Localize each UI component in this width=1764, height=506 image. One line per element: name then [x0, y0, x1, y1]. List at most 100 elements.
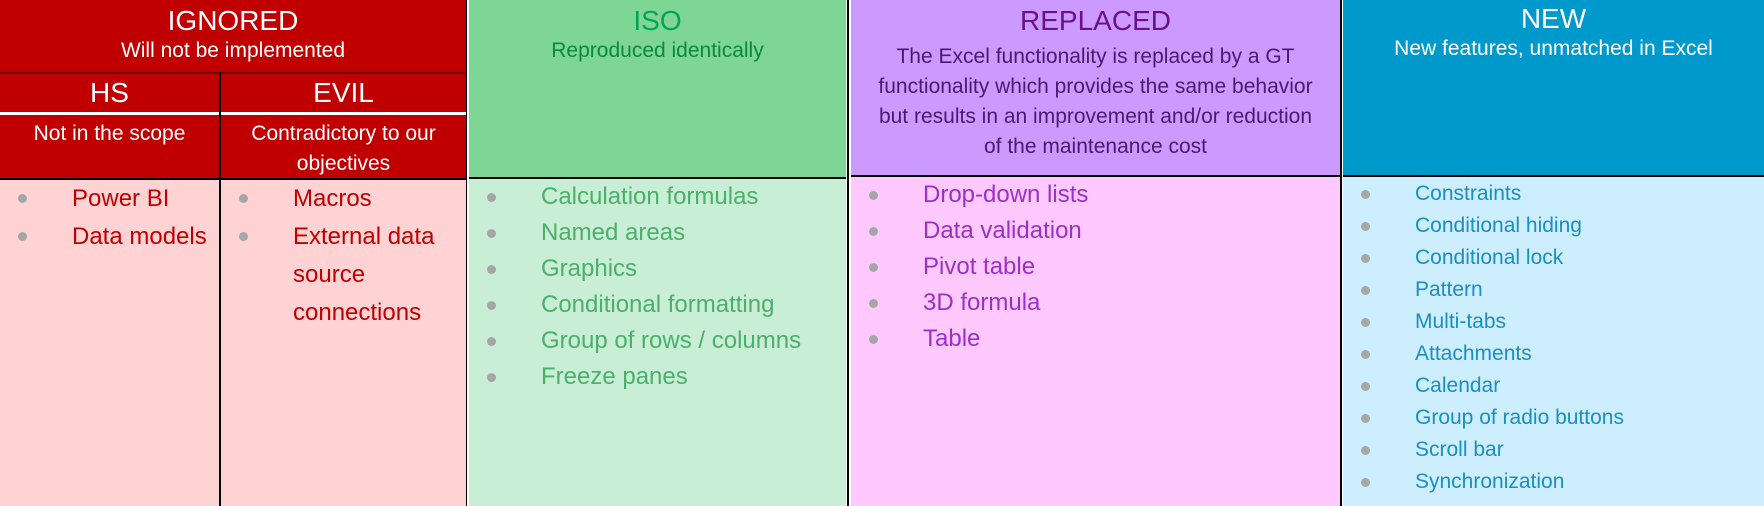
- bullet-icon: [1361, 190, 1370, 199]
- iso-subtitle: Reproduced identically: [551, 39, 764, 62]
- bullet-icon: [487, 229, 496, 238]
- list-item-label: 3D formula: [923, 289, 1041, 316]
- list-item: Calculation formulas: [469, 179, 846, 215]
- hs-header: HS: [0, 74, 219, 112]
- bullet-icon: [1361, 478, 1370, 487]
- list-item-label: Data validation: [923, 217, 1082, 244]
- list-item: Named areas: [469, 215, 846, 251]
- list-item: Group of radio buttons: [1343, 402, 1764, 434]
- new-title: NEW: [1520, 3, 1587, 34]
- bullet-icon: [1361, 222, 1370, 231]
- hs-title: HS: [90, 77, 129, 108]
- bullet-icon: [487, 301, 496, 310]
- bullet-icon: [487, 373, 496, 382]
- evil-title: EVIL: [313, 77, 374, 108]
- ignored-header-divider: [0, 72, 466, 74]
- list-item: Constraints: [1343, 178, 1764, 210]
- bullet-icon: [1361, 446, 1370, 455]
- list-item: Multi-tabs: [1343, 306, 1764, 338]
- list-item-label: Group of rows / columns: [541, 327, 802, 354]
- bullet-icon: [239, 232, 248, 241]
- list-item: Group of rows / columns: [469, 323, 846, 359]
- bullet-icon: [1361, 286, 1370, 295]
- bullet-icon: [1361, 350, 1370, 359]
- new-header: NEW New features, unmatched in Excel: [1343, 0, 1764, 175]
- list-item: Drop-down lists: [851, 177, 1340, 213]
- list-item-label: Conditional formatting: [541, 291, 775, 318]
- bullet-icon: [1361, 414, 1370, 423]
- ignored-subtitle: Will not be implemented: [120, 39, 346, 62]
- list-item: Graphics: [469, 251, 846, 287]
- iso-replaced-border: [847, 0, 849, 506]
- list-item-label: Pivot table: [923, 253, 1036, 280]
- ignored-top-divider: [0, 178, 466, 180]
- new-header-divider: [1343, 175, 1764, 177]
- list-item-label: Constraints: [1415, 182, 1522, 205]
- bullet-icon: [869, 263, 878, 272]
- list-item: Macros: [221, 180, 466, 218]
- ignored-iso-separator: [466, 0, 469, 506]
- list-item: Data models: [0, 218, 219, 256]
- bullet-icon: [18, 194, 27, 203]
- list-item: Table: [851, 321, 1340, 357]
- replaced-header: REPLACED The Excel functionality is repl…: [851, 0, 1340, 175]
- list-item: Pattern: [1343, 274, 1764, 306]
- hs-evil-divider: [219, 72, 221, 506]
- list-item: Freeze panes: [469, 359, 846, 395]
- list-item-label: Calendar: [1415, 374, 1501, 397]
- list-item-label: Named areas: [541, 219, 686, 246]
- iso-header: ISO Reproduced identically: [469, 0, 846, 177]
- bullet-icon: [18, 232, 27, 241]
- list-item: Pivot table: [851, 249, 1340, 285]
- list-item-label: Scroll bar: [1415, 438, 1504, 461]
- replaced-subtitle: The Excel functionality is replaced by a…: [878, 45, 1313, 158]
- list-item-label: Conditional hiding: [1415, 214, 1582, 237]
- list-item: Power BI: [0, 180, 219, 218]
- list-item-label: Attachments: [1415, 342, 1532, 365]
- list-item-label: Conditional lock: [1415, 246, 1564, 269]
- list-item-label: Synchronization: [1415, 470, 1565, 493]
- ignored-title: IGNORED: [167, 5, 299, 36]
- bullet-icon: [487, 337, 496, 346]
- list-item-label: Group of radio buttons: [1415, 406, 1624, 429]
- list-item: External data source connections: [221, 218, 466, 332]
- replaced-new-border: [1340, 0, 1342, 506]
- list-item: Data validation: [851, 213, 1340, 249]
- new-subtitle: New features, unmatched in Excel: [1394, 37, 1713, 60]
- list-item: 3D formula: [851, 285, 1340, 321]
- list-item: Conditional lock: [1343, 242, 1764, 274]
- list-item: Attachments: [1343, 338, 1764, 370]
- list-item-label: Multi-tabs: [1415, 310, 1507, 333]
- ignored-sub-divider: [0, 112, 466, 115]
- iso-header-divider: [469, 177, 846, 179]
- bullet-icon: [869, 335, 878, 344]
- bullet-icon: [487, 265, 496, 274]
- list-item-label: Freeze panes: [541, 363, 688, 390]
- list-item-label: Table: [923, 325, 981, 352]
- bullet-icon: [487, 193, 496, 202]
- bullet-icon: [869, 299, 878, 308]
- bullet-icon: [869, 191, 878, 200]
- list-item-label: Drop-down lists: [923, 181, 1089, 208]
- ignored-header: IGNORED Will not be implemented: [0, 0, 466, 72]
- list-item: Synchronization: [1343, 466, 1764, 498]
- bullet-icon: [869, 227, 878, 236]
- list-item: Calendar: [1343, 370, 1764, 402]
- bullet-icon: [239, 194, 248, 203]
- evil-header: EVIL: [221, 74, 466, 112]
- evil-subtitle: Contradictory to our objectives: [251, 122, 436, 175]
- iso-title: ISO: [633, 5, 682, 36]
- evil-description-cell: Contradictory to our objectives: [221, 115, 466, 178]
- bullet-icon: [1361, 382, 1370, 391]
